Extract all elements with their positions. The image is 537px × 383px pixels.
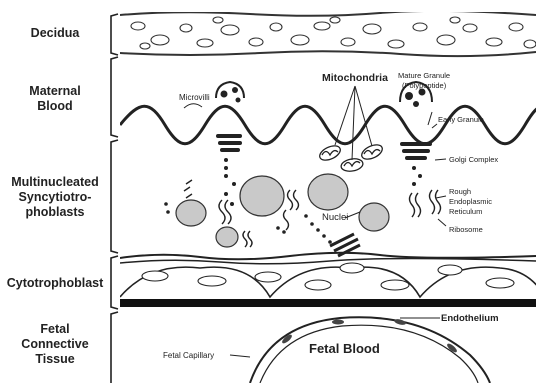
decidua-cell bbox=[151, 35, 169, 45]
bracket-cyto bbox=[111, 256, 118, 309]
decidua-cell bbox=[388, 40, 404, 48]
decidua-cell bbox=[249, 38, 263, 46]
bracket-maternal-blood bbox=[111, 57, 118, 137]
decidua-cell bbox=[180, 24, 192, 32]
decidua-cell bbox=[221, 25, 239, 35]
annot-early-granule: Early Granule bbox=[438, 115, 484, 124]
annot-mature-granule: Mature Granule bbox=[398, 71, 450, 80]
annot-golgi: Golgi Complex bbox=[449, 155, 498, 164]
decidua-cell bbox=[437, 35, 455, 45]
decidua-cell bbox=[486, 38, 502, 46]
annot-mitochondria: Mitochondria bbox=[322, 72, 388, 84]
bracket-syncytio bbox=[111, 140, 118, 253]
layer-brackets bbox=[111, 14, 118, 383]
secretory-unit-right bbox=[400, 82, 432, 186]
decidua-cell bbox=[341, 38, 355, 46]
mitochondria bbox=[317, 142, 384, 173]
decidua-cell bbox=[314, 22, 330, 30]
nuclei bbox=[176, 174, 389, 247]
annot-polypeptide: (Polypeptide) bbox=[402, 81, 447, 90]
decidua-cell bbox=[140, 43, 150, 49]
decidua-cell bbox=[524, 40, 536, 48]
microvilli-border bbox=[120, 106, 537, 144]
decidua-cell bbox=[330, 17, 340, 23]
bracket-decidua bbox=[111, 14, 118, 55]
decidua-cell bbox=[131, 22, 145, 30]
annot-endothelium: Endothelium bbox=[441, 313, 499, 324]
annot-fetal-blood: Fetal Blood bbox=[309, 341, 380, 356]
annot-rer-1: Rough bbox=[449, 187, 471, 196]
cytotrophoblast-layer bbox=[120, 253, 537, 307]
annot-nuclei: Nuclei bbox=[322, 212, 348, 223]
annot-rer-2: Endoplasmic bbox=[449, 197, 492, 206]
decidua-cell bbox=[270, 23, 282, 31]
decidua-cell bbox=[463, 24, 477, 32]
decidua-cell bbox=[213, 17, 223, 23]
decidua-cell bbox=[413, 23, 427, 31]
annot-microvilli: Microvilli bbox=[179, 93, 210, 102]
decidua-cell bbox=[363, 24, 381, 34]
annot-ribosome: Ribosome bbox=[449, 225, 483, 234]
secretory-unit-left bbox=[216, 82, 244, 206]
decidua-cell bbox=[291, 35, 309, 45]
annot-fetal-capillary: Fetal Capillary bbox=[163, 351, 214, 360]
decidua-cell bbox=[509, 23, 523, 31]
decidua-cell bbox=[197, 39, 213, 47]
decidua-cell bbox=[450, 17, 460, 23]
bracket-fetal bbox=[111, 312, 118, 383]
decidua-layer bbox=[120, 11, 536, 56]
annot-rer-3: Reticulum bbox=[449, 207, 482, 216]
